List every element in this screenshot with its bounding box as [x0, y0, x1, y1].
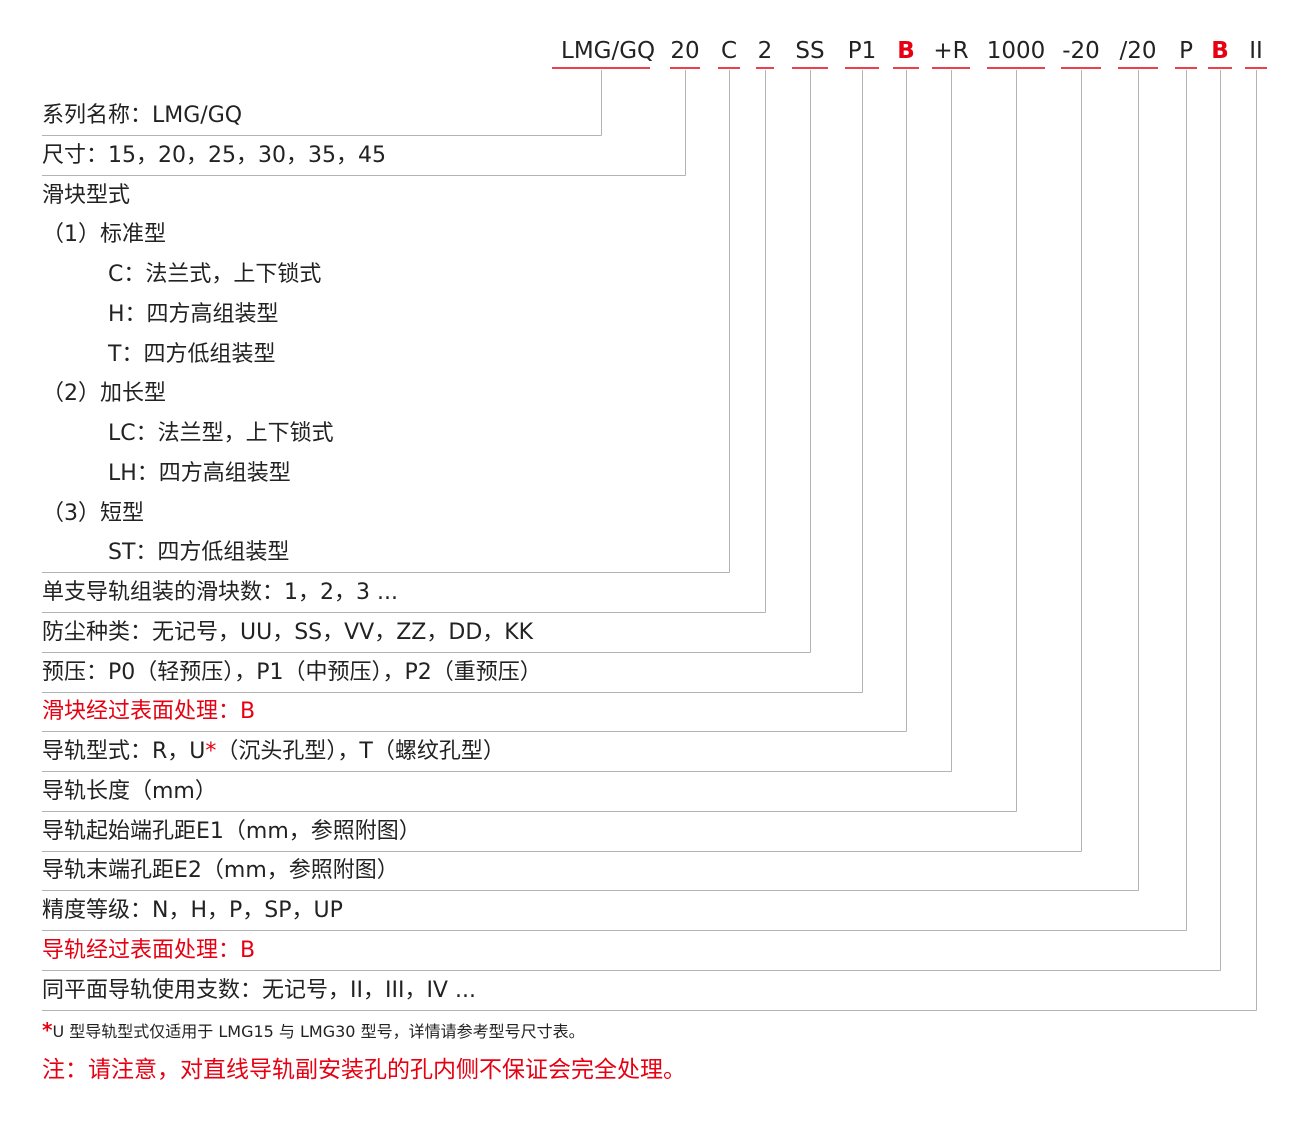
dust-type-row: 防尘种类：无记号，UU，SS，VV，ZZ，DD，KK [42, 617, 533, 649]
code-segment: B [897, 38, 915, 64]
row-text: （3）短型 [42, 501, 144, 526]
code-segment: 2 [757, 38, 773, 64]
row-text: 精度等级：N，H，P，SP，UP [42, 898, 343, 923]
row-text: C：法兰式，上下锁式 [108, 262, 322, 287]
footnote-text: U 型导轨型式仅适用于 LMG15 与 LMG30 型号，详情请参考型号尺寸表。 [52, 1022, 585, 1041]
row-text: （2）加长型 [42, 381, 166, 406]
footnote-mark: * [42, 1018, 53, 1042]
row-text: 尺寸：15，20，25，30，35，45 [42, 143, 386, 168]
row-text: （1）标准型 [42, 222, 166, 247]
rail-surface-row: 导轨经过表面处理：B [42, 935, 255, 967]
asterisk-mark: * [205, 739, 217, 764]
row-text: 同平面导轨使用支数：无记号，II，III，IV ... [42, 978, 476, 1003]
code-segment: 1000 [986, 38, 1046, 64]
row-text: 导轨经过表面处理：B [42, 938, 256, 963]
row-text: 系列名称：LMG/GQ [42, 103, 243, 128]
rail-length-row: 导轨长度（mm） [42, 776, 217, 808]
row-text: T：四方低组装型 [108, 342, 276, 367]
type-lc-row: LC：法兰型，上下锁式 [108, 418, 334, 450]
size-row: 尺寸：15，20，25，30，35，45 [42, 140, 386, 172]
preload-row: 预压：P0（轻预压），P1（中预压），P2（重预压） [42, 657, 542, 689]
code-segment: LMG/GQ [561, 38, 656, 64]
code-segment: -20 [1062, 38, 1100, 64]
row-text: ST：四方低组装型 [108, 540, 290, 565]
code-segment: 20 [670, 38, 700, 64]
row-text: LH：四方高组装型 [108, 461, 291, 486]
series-row: 系列名称：LMG/GQ [42, 100, 242, 132]
row-text: 导轨型式：R，U [42, 739, 206, 764]
type-h-row: H：四方高组装型 [108, 299, 279, 331]
row-text: 预压：P0（轻预压），P1（中预压），P2（重预压） [42, 660, 542, 685]
type-c-row: C：法兰式，上下锁式 [108, 259, 321, 291]
rail-type-row: 导轨型式：R，U*（沉头孔型），T（螺纹孔型） [42, 736, 505, 768]
row-text: 滑块经过表面处理：B [42, 699, 256, 724]
block-type-row: 滑块型式 [42, 180, 130, 212]
code-segment: +R [933, 38, 969, 64]
standard-type-row: （1）标准型 [42, 219, 166, 251]
row-text: 导轨末端孔距E2（mm，参照附图） [42, 858, 399, 883]
block-count-row: 单支导轨组装的滑块数：1，2，3 ... [42, 577, 398, 609]
short-type-row: （3）短型 [42, 498, 144, 530]
row-text: 导轨起始端孔距E1（mm，参照附图） [42, 819, 421, 844]
rail-count-row: 同平面导轨使用支数：无记号，II，III，IV ... [42, 975, 476, 1007]
code-segment: II [1249, 38, 1263, 64]
row-text: 导轨长度（mm） [42, 779, 217, 804]
row-text: 防尘种类：无记号，UU，SS，VV，ZZ，DD，KK [42, 620, 534, 645]
note: 注：请注意，对直线导轨副安装孔的孔内侧不保证会完全处理。 [42, 1057, 686, 1083]
code-segment: SS [795, 38, 825, 64]
rail-e1-row: 导轨起始端孔距E1（mm，参照附图） [42, 816, 421, 848]
row-text: LC：法兰型，上下锁式 [108, 421, 334, 446]
row-text: 单支导轨组装的滑块数：1，2，3 ... [42, 580, 398, 605]
code-segment: C [720, 38, 738, 64]
row-text: 滑块型式 [42, 183, 131, 208]
type-st-row: ST：四方低组装型 [108, 537, 289, 569]
rail-e2-row: 导轨末端孔距E2（mm，参照附图） [42, 855, 399, 887]
code-segment: B [1211, 38, 1229, 64]
code-segment: P [1179, 38, 1193, 64]
type-lh-row: LH：四方高组装型 [108, 458, 291, 490]
code-segment: /20 [1119, 38, 1157, 64]
precision-row: 精度等级：N，H，P，SP，UP [42, 895, 343, 927]
row-text: H：四方高组装型 [108, 302, 279, 327]
row-text-tail: （沉头孔型），T（螺纹孔型） [216, 739, 505, 764]
long-type-row: （2）加长型 [42, 378, 166, 410]
block-surface-row: 滑块经过表面处理：B [42, 696, 255, 728]
code-segment: P1 [847, 38, 877, 64]
footnote: *U 型导轨型式仅适用于 LMG15 与 LMG30 型号，详情请参考型号尺寸表… [42, 1016, 585, 1044]
type-t-row: T：四方低组装型 [108, 339, 275, 371]
